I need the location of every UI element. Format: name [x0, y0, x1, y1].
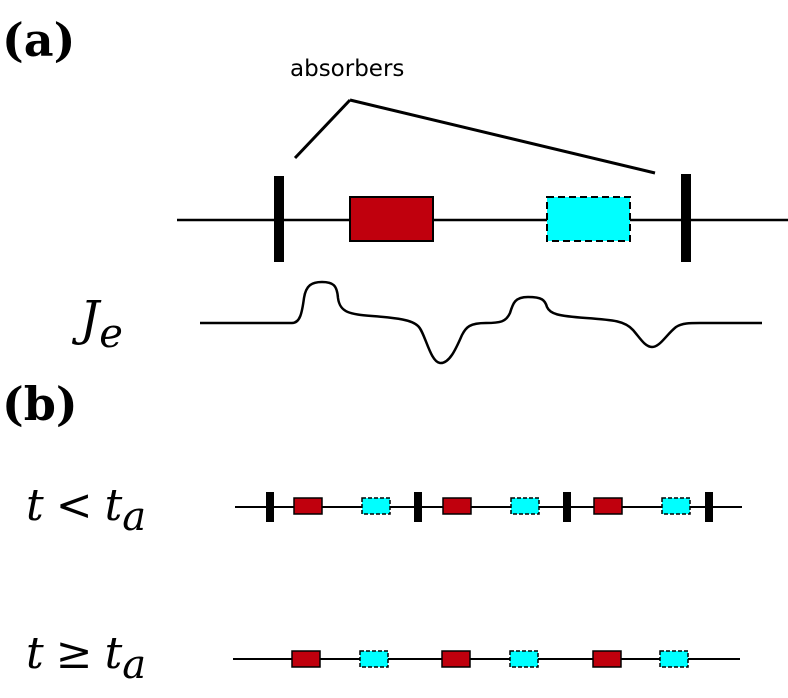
annotation-pointer-right — [349, 98, 656, 175]
red-block — [442, 497, 472, 515]
red-block-a — [349, 196, 434, 242]
red-block — [293, 497, 323, 515]
red-block — [441, 650, 471, 668]
absorber — [563, 492, 571, 522]
current-waveform — [200, 280, 762, 365]
cyan-block — [661, 497, 691, 515]
absorbers-label: absorbers — [290, 56, 404, 82]
annotation-pointer-left — [293, 98, 352, 160]
current-subscript: e — [99, 311, 123, 357]
red-block — [291, 650, 321, 668]
absorber — [266, 492, 274, 522]
cyan-block — [359, 650, 389, 668]
row1-chain — [235, 492, 742, 522]
absorber-left — [274, 176, 284, 262]
current-label: Je — [71, 291, 123, 357]
row2-label: t≥ta — [26, 628, 146, 688]
cyan-block — [361, 497, 391, 515]
row1-label: t<ta — [26, 480, 146, 540]
absorber — [705, 492, 713, 522]
cyan-block-a — [546, 196, 631, 242]
row2-chain — [233, 650, 740, 668]
absorber-right — [681, 174, 691, 262]
panel-a-label: (a) — [2, 13, 75, 67]
cyan-block — [659, 650, 689, 668]
red-block — [593, 497, 623, 515]
panel-b-label: (b) — [2, 377, 78, 431]
current-symbol: J — [71, 291, 102, 347]
absorber — [414, 492, 422, 522]
cyan-block — [509, 650, 539, 668]
cyan-block — [510, 497, 540, 515]
red-block — [592, 650, 622, 668]
